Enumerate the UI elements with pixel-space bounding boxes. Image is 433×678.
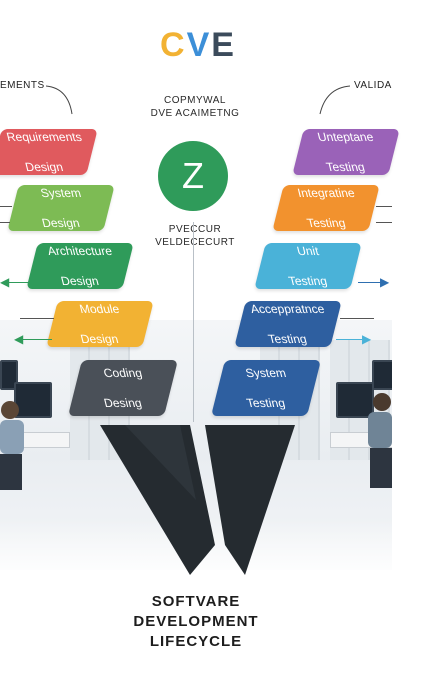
caption-mid-line1: PVECCUR (168, 224, 222, 235)
stage-label-line1: System (244, 365, 288, 380)
stage-label-line2: Design (59, 273, 101, 288)
cve-logo: CVE (160, 26, 236, 65)
caption-top: COPMYWAL DVE ACAIMETNG (110, 94, 280, 120)
stage-label-line2: Testing (267, 331, 309, 346)
connector-right-acceptance-2 (336, 339, 362, 340)
connector-left-module (20, 318, 54, 319)
monitor-right-1 (336, 382, 374, 418)
connector-right-acceptance (340, 318, 374, 319)
monitor-left-2 (14, 382, 52, 418)
logo-letter-e: E (211, 26, 236, 64)
arrow-right-acceptance-icon: ▶ (362, 332, 372, 346)
right-margin (392, 0, 433, 678)
footer-title: SOFTVARE DEVELOPMENT LIFECYCLE (96, 592, 296, 652)
footer-line1: SOFTVARE (151, 593, 241, 610)
center-badge: Z (158, 141, 228, 211)
stage-label-line1: Unit (295, 243, 321, 258)
stage-label-line2: Testing (305, 215, 347, 230)
top-right-curve-icon (319, 85, 351, 115)
stage-label-line1: System (39, 185, 83, 200)
arrow-left-architecture-icon: ◀ (0, 275, 10, 289)
stage-label-line1: Requirements (4, 129, 83, 144)
connector-left-architecture (8, 282, 32, 283)
connector-right-unit (358, 282, 382, 283)
stage-label-line2: Testing (325, 159, 367, 174)
footer-line2: DEVELOPMENT (133, 613, 259, 630)
connector-left-module-2 (22, 339, 52, 340)
connector-right-integration-2 (376, 222, 392, 223)
stage-label-line2: Testing (245, 395, 287, 410)
stage-label-line2: Desing (102, 395, 144, 410)
arrow-left-module-icon: ◀ (14, 332, 24, 346)
stage-label-line2: Design (40, 215, 82, 230)
person-left-icon (0, 401, 24, 490)
connector-left-system-2 (0, 222, 10, 223)
stage-label-line2: Design (79, 331, 121, 346)
connector-right-integration (376, 206, 392, 207)
stage-label-line1: Coding (102, 365, 144, 380)
monitor-left-1 (0, 360, 18, 390)
connector-left-system (0, 206, 12, 207)
logo-letter-c: C (160, 26, 187, 64)
arrow-right-unit-icon: ▶ (380, 275, 390, 289)
caption-top-line2: DVE ACAIMETNG (150, 108, 240, 119)
stage-label-line1: Integratine (295, 185, 356, 200)
stage-label-line1: Acceppratnce (249, 301, 327, 316)
person-right-icon (368, 393, 392, 488)
logo-letter-v: V (186, 26, 212, 64)
top-right-label: VALIDA (354, 80, 392, 91)
caption-mid: PVECCUR VELDECECURT (110, 223, 280, 249)
top-left-label: EMENTS (0, 80, 45, 91)
caption-mid-line2: VELDECECURT (155, 237, 235, 248)
caption-top-line1: COPMYWAL (164, 95, 226, 106)
stage-label-line1: Unteptane (316, 129, 376, 144)
floor-fade (0, 520, 433, 580)
stage-label-line2: Design (23, 159, 65, 174)
top-left-curve-icon (45, 85, 73, 115)
stage-label-line1: Architecture (46, 243, 114, 258)
stage-label-line2: Testing (287, 273, 329, 288)
center-divider (193, 222, 194, 422)
stage-label-line1: Module (78, 301, 122, 316)
footer-line3: LIFECYCLE (149, 633, 243, 650)
